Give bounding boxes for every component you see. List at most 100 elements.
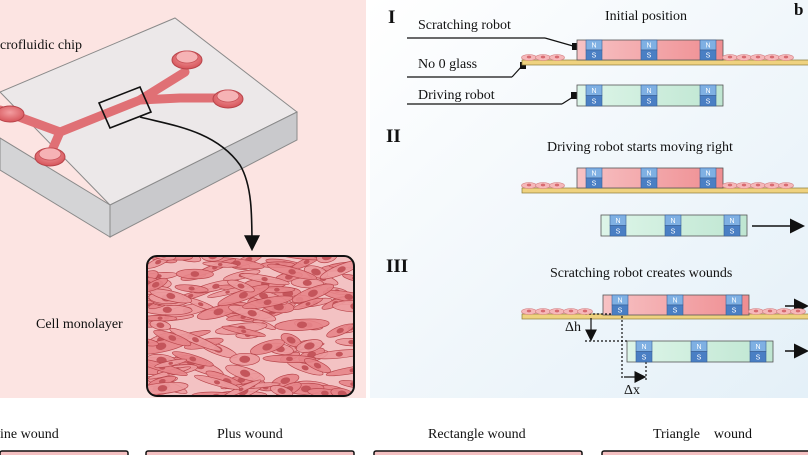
cell [239,273,290,286]
scratching-robot-tip [572,43,578,50]
cell [262,354,317,363]
cell [174,284,209,293]
magnet-south [640,177,658,189]
cell [753,309,759,313]
magnet-north-label: N [672,298,677,305]
stage-two-title: Driving robot starts moving right [547,140,733,155]
glass-slide [521,59,808,66]
microfluidic-chip-label: crofluidic chip [0,38,83,53]
magnet-south [699,177,717,189]
magnet-north-label: N [591,88,596,95]
stage-three-title: Scratching robot creates wounds [550,266,733,281]
cell [147,277,168,292]
panel-c-previews [0,450,808,455]
magnet-south-label: S [673,308,678,315]
magnet-north-label: N [731,298,736,305]
cell [767,309,773,313]
magnet-south [699,49,717,61]
stage-numeral-one: I [388,7,396,28]
cell [335,338,354,347]
magnet-north-label: N [755,344,760,351]
magnet-south [640,95,658,107]
cell [291,283,334,303]
magnet-south-label: S [647,181,652,188]
cell [795,309,801,313]
cell [332,300,354,313]
cell [153,329,192,347]
magnet-south-label: S [697,355,702,362]
magnet-south-label: S [732,308,737,315]
magnet-north-label: N [591,43,596,50]
magnet-north-label: N [705,171,710,178]
cell [149,256,177,261]
magnet-north-label: N [615,218,620,225]
cell [540,309,546,313]
magnet-south-label: S [616,229,621,236]
magnet-south [609,225,627,237]
magnet-south-label: S [706,99,711,106]
microfluidic-chip [0,17,298,238]
wound-type-line: ine wound [0,427,59,442]
cell [554,55,560,59]
magnet-south [635,351,653,363]
cell [169,328,222,352]
magnet-south-label: S [592,181,597,188]
magnet-south [725,304,743,316]
driving-robot-label: Driving robot [418,88,495,103]
cell-monolayer-image [146,255,355,397]
cell [154,358,188,368]
panel-letter-b: b [794,0,804,19]
cell [781,309,787,313]
cell [319,259,354,280]
magnet-south-label: S [642,355,647,362]
magnet-north-label: N [696,344,701,351]
magnet-south [749,351,767,363]
magnet-south-label: S [730,229,735,236]
magnet-north-label: N [617,298,622,305]
cell [526,309,532,313]
cell [202,261,239,268]
cell [554,183,560,187]
cell [270,385,294,396]
magnet-south-label: S [592,53,597,60]
stage-one-title: Initial position [605,9,688,24]
cell [727,183,733,187]
magnet-south [699,95,717,107]
cell [783,183,789,187]
magnet-south [664,225,682,237]
cell [149,320,172,331]
magnet-south [611,304,629,316]
magnet-south [723,225,741,237]
cell-monolayer-label: Cell monolayer [36,317,123,332]
magnet-south [666,304,684,316]
zoom-arrow [139,116,260,252]
magnet-north-label: N [670,218,675,225]
wound-type-triangle: Triangle wound [653,427,753,442]
magnet-south [640,49,658,61]
magnet-north-label: N [641,344,646,351]
cell [783,55,789,59]
cell [741,55,747,59]
cell [540,55,546,59]
magnet-south-label: S [706,53,711,60]
cell [727,55,733,59]
cell [225,364,265,382]
cell [554,309,560,313]
magnet-south [585,49,603,61]
magnet-north-label: N [646,88,651,95]
magnet-south-label: S [618,308,623,315]
cell [221,325,266,337]
cell [250,339,285,355]
glass-marker [520,62,526,69]
delta-h-label: Δh [565,320,582,335]
magnet-north-label: N [705,43,710,50]
cell [229,352,260,366]
cell [568,309,574,313]
stage-numeral-two: II [386,126,401,147]
magnet-south-label: S [756,355,761,362]
magnet-south [585,177,603,189]
